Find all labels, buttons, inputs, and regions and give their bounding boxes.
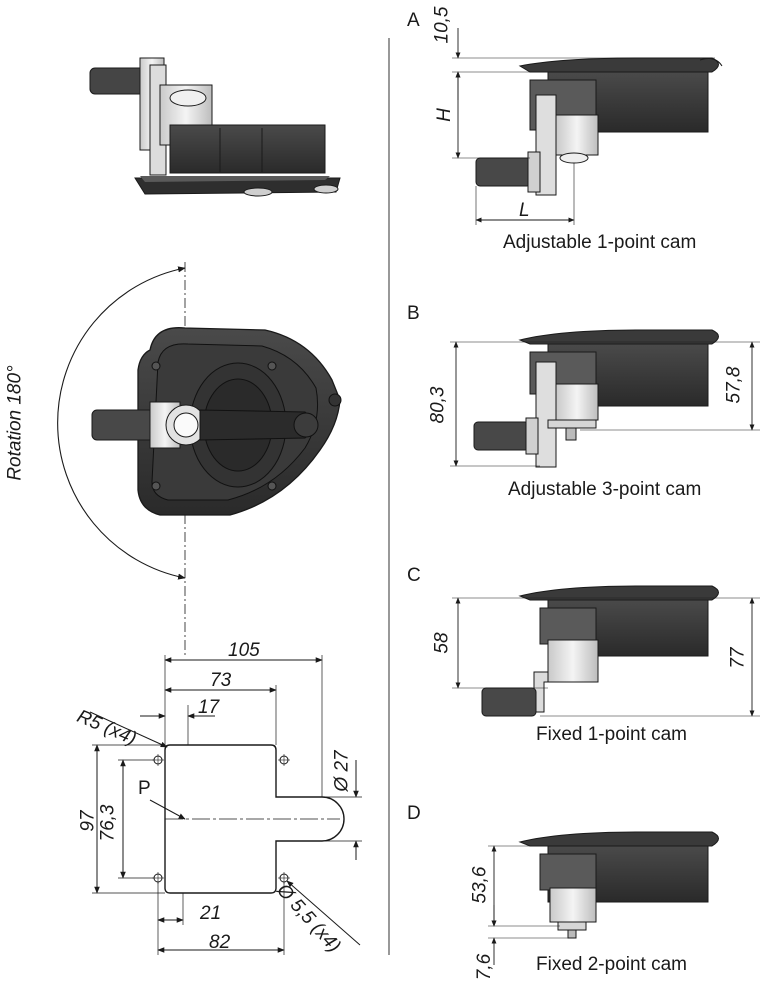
variant-a-dim-h: H (433, 108, 455, 122)
variant-d-dimensions (488, 845, 572, 965)
variant-d-drawing (518, 831, 719, 939)
variant-a-letter: A (407, 10, 420, 31)
variant-b-drawing (473, 329, 719, 468)
rotation-label: Rotation 180° (4, 365, 26, 481)
variant-b-dim-80-3: 80,3 (427, 386, 449, 424)
variant-a-drawing (475, 57, 723, 196)
dim-82: 82 (209, 932, 231, 953)
variant-b-letter: B (407, 303, 420, 324)
variant-a-dimensions (452, 28, 715, 225)
variant-a-dim-10-5: 10,5 (431, 6, 453, 44)
panel-cutout-drawing (89, 655, 362, 955)
dim-105: 105 (228, 640, 260, 661)
variant-c-dim-58: 58 (431, 632, 453, 654)
variant-d-caption: Fixed 2-point cam (536, 954, 688, 975)
variant-c-drawing (481, 585, 719, 717)
rotation-arc (57, 266, 186, 580)
variant-b-dim-57-8: 57,8 (723, 366, 745, 404)
point-p-label: P (138, 778, 151, 799)
variant-c-caption: Fixed 1-point cam (536, 724, 688, 745)
variant-d-dim-53-6: 53,6 (469, 866, 491, 904)
variant-c-letter: C (407, 565, 421, 586)
variant-b-caption: Adjustable 3-point cam (508, 479, 702, 500)
variant-c-dim-77: 77 (727, 647, 749, 669)
dim-73: 73 (210, 670, 232, 691)
variant-d-dim-7-6: 7,6 (474, 953, 496, 981)
variant-c-dimensions (452, 597, 760, 717)
top-view-drawing (57, 262, 342, 655)
dim-97: 97 (77, 810, 99, 832)
variant-b-dimensions (450, 341, 760, 467)
dim-17: 17 (198, 697, 220, 718)
dim-21: 21 (200, 903, 222, 924)
variant-a-caption: Adjustable 1-point cam (503, 232, 697, 253)
side-view-drawing (89, 57, 341, 197)
dim-diameter-27: Ø 27 (331, 750, 353, 792)
variant-d-letter: D (407, 803, 421, 824)
variant-a-dim-l: L (519, 200, 530, 221)
dim-76-3: 76,3 (97, 804, 119, 842)
